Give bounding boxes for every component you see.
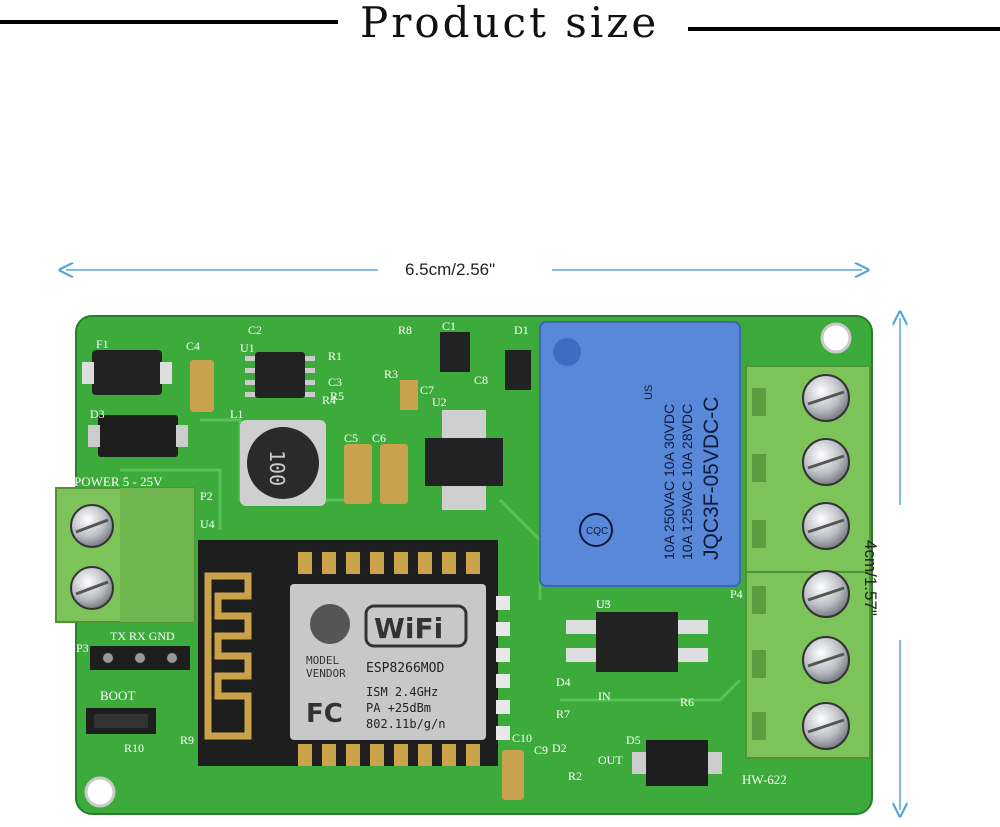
silk-c7: C7	[420, 383, 434, 397]
module-spec-1: ISM 2.4GHz	[366, 685, 438, 699]
in-label: IN	[598, 689, 611, 703]
capacitor-c10	[502, 750, 524, 800]
relay: JQC3F-05VDC-C 10A 125VAC 10A 28VDC 10A 2…	[539, 321, 741, 587]
fuse-f1	[82, 350, 172, 395]
wifi-logo: WiFi	[374, 612, 443, 645]
silk-l1: L1	[230, 407, 243, 421]
relay-cert-us: US	[643, 385, 655, 400]
power-terminal-block	[55, 487, 195, 623]
relay-model: JQC3F-05VDC-C	[700, 397, 723, 560]
module-spec-2: PA +25dBm	[366, 701, 431, 715]
silk-c9: C9	[534, 743, 548, 757]
antenna-trace	[204, 572, 252, 740]
relay-rating-2: 10A 125VAC 10A 28VDC	[679, 404, 695, 560]
optocoupler-u5	[566, 612, 708, 672]
silk-c10: C10	[512, 731, 532, 745]
silk-r10: R10	[124, 741, 144, 755]
title-rule-left	[0, 20, 338, 24]
capacitor-c7	[400, 380, 418, 410]
silk-c5: C5	[344, 431, 358, 445]
module-vendor-line1: MODEL	[306, 654, 339, 667]
mounting-hole	[820, 322, 852, 354]
silk-u4: U4	[200, 517, 215, 531]
silk-p2: P2	[200, 489, 213, 503]
module-spec-3: 802.11b/g/n	[366, 717, 445, 731]
silk-d2: D2	[552, 741, 567, 755]
chip-u1	[245, 352, 315, 398]
capacitor-c4	[190, 360, 214, 412]
transistor-c1	[440, 332, 470, 372]
capacitor-c6	[380, 444, 408, 504]
silk-r5: R5	[330, 389, 344, 403]
silk-f1: F1	[96, 337, 109, 351]
serial-label: TX RX GND	[110, 629, 175, 643]
silk-d5: D5	[626, 733, 641, 747]
silk-d3: D3	[90, 407, 105, 421]
serial-header-p3	[90, 646, 190, 670]
silk-r8: R8	[398, 323, 412, 337]
boot-label: BOOT	[100, 688, 135, 703]
esp8266-module: WiFi MODEL VENDOR ESP8266MOD FC ISM 2.4G…	[198, 540, 510, 766]
fcc-logo: FC	[306, 699, 343, 729]
silk-c6: C6	[372, 431, 386, 445]
silk-d4: D4	[556, 675, 571, 689]
silk-u1: U1	[240, 341, 255, 355]
espressif-logo-icon	[310, 604, 350, 644]
mounting-hole	[84, 776, 116, 808]
silk-r3: R3	[384, 367, 398, 381]
page-title: Product size	[360, 0, 660, 47]
silk-c3: C3	[328, 375, 342, 389]
diode-d1	[505, 350, 531, 390]
relay-cert-cqc: CQC	[586, 526, 608, 537]
out-label: OUT	[598, 753, 623, 767]
boot-header-p5	[86, 708, 156, 734]
header: Product size	[0, 0, 1000, 60]
regulator-u2	[425, 410, 503, 510]
silk-u3: U3	[596, 597, 611, 611]
diode-d3	[88, 415, 188, 457]
silk-c8: C8	[474, 373, 488, 387]
diode-d5	[632, 740, 722, 786]
silk-c2: C2	[248, 323, 262, 337]
board-model: HW-622	[742, 772, 787, 787]
silk-c4: C4	[186, 339, 200, 353]
cqc-logo-icon	[579, 513, 613, 547]
silk-c1: C1	[442, 319, 456, 333]
silk-d1: D1	[514, 323, 529, 337]
silk-p3: P3	[76, 641, 89, 655]
inductor-l1	[240, 420, 326, 506]
height-dimension-label: 4cm/1.57"	[861, 540, 880, 616]
output-terminal-block	[745, 365, 871, 759]
silk-r4: R4	[322, 393, 336, 407]
silk-r7: R7	[556, 707, 570, 721]
inductor-marking: 100	[265, 450, 289, 486]
silk-p4: P4	[730, 587, 743, 601]
width-dimension-label: 6.5cm/2.56"	[405, 260, 496, 279]
silk-r9: R9	[180, 733, 194, 747]
silk-r2: R2	[568, 769, 582, 783]
title-rule-right	[688, 27, 1000, 31]
silk-r6: R6	[680, 695, 694, 709]
module-chip-name: ESP8266MOD	[366, 661, 444, 676]
capacitor-c5	[344, 444, 372, 504]
silk-u5: U5	[596, 597, 611, 611]
silk-u2: U2	[432, 395, 447, 409]
relay-rating-1: 10A 250VAC 10A 30VDC	[661, 404, 677, 560]
power-label: POWER 5 - 25V	[74, 474, 163, 489]
silk-r1: R1	[328, 349, 342, 363]
module-vendor-line2: VENDOR	[306, 667, 346, 680]
